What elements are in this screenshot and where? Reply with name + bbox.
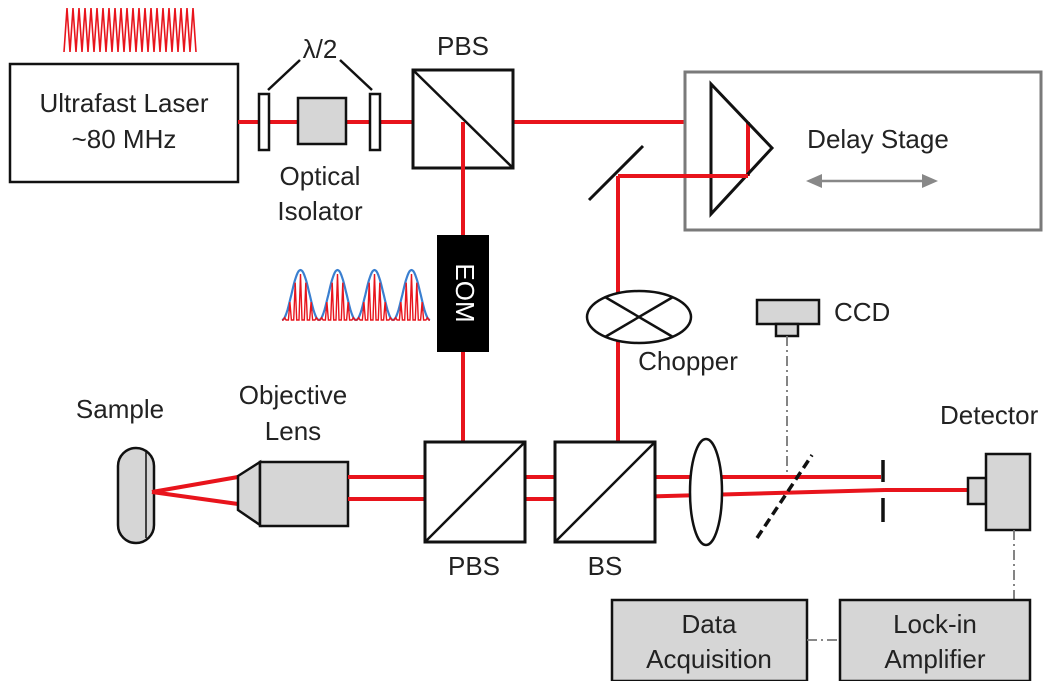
- laser-label-line1: Ultrafast Laser: [39, 88, 208, 118]
- ultrafast-laser: Ultrafast Laser ~80 MHz: [8, 62, 240, 184]
- ccd-camera: [755, 298, 821, 338]
- focusing-lens: [688, 437, 724, 547]
- pbs-top-label: PBS: [437, 31, 489, 61]
- laser-label-line2: ~80 MHz: [72, 124, 177, 154]
- delay-stage-label: Delay Stage: [807, 124, 949, 154]
- detector: [966, 452, 1032, 532]
- half-wave-plate-left: [257, 92, 271, 152]
- daq-label-line1: Data: [682, 609, 737, 639]
- ccd-label: CCD: [834, 297, 890, 327]
- bs-label: BS: [588, 551, 623, 581]
- beam-focus-upper: [151, 475, 239, 494]
- chopper: [585, 289, 693, 345]
- pbs-bottom-label: PBS: [448, 551, 500, 581]
- beam-focus-lower: [151, 490, 239, 506]
- pbs-bottom: [423, 440, 527, 544]
- delay-stage: Delay Stage: [683, 70, 1043, 232]
- isolator-label-line2: Isolator: [277, 196, 363, 226]
- pulse-train: [63, 7, 197, 53]
- beam-splitter: [553, 440, 657, 544]
- chopper-label: Chopper: [638, 346, 738, 376]
- half-wave-plate-right: [368, 92, 382, 152]
- delay-arrow-right-icon: [922, 174, 938, 188]
- data-acquisition-box: Data Acquisition: [610, 598, 809, 681]
- half-wave-label: λ/2: [303, 34, 338, 64]
- modulated-pulse-illustration: [281, 268, 431, 322]
- lockin-label-line2: Amplifier: [884, 644, 985, 674]
- delay-arrow-left-icon: [806, 174, 822, 188]
- optical-isolator: [296, 96, 348, 146]
- flip-mirror-dashed: [755, 454, 814, 539]
- eom: EOM: [437, 235, 489, 352]
- lockin-label-line1: Lock-in: [893, 609, 977, 639]
- daq-label-line2: Acquisition: [646, 644, 772, 674]
- sample-label: Sample: [76, 394, 164, 424]
- lock-in-amplifier-box: Lock-in Amplifier: [838, 598, 1032, 681]
- mirror: [587, 144, 645, 202]
- detector-label: Detector: [940, 400, 1039, 430]
- half-wave-arrow-left: [267, 59, 301, 91]
- half-wave-arrow-right: [339, 59, 373, 91]
- objective-lens: [236, 459, 350, 528]
- eom-label: EOM: [450, 263, 480, 322]
- sample: [116, 446, 156, 545]
- objective-label-line2: Lens: [265, 416, 321, 446]
- isolator-label-line1: Optical: [280, 161, 361, 191]
- objective-label-line1: Objective: [239, 380, 347, 410]
- retroreflector-prism: [709, 80, 775, 218]
